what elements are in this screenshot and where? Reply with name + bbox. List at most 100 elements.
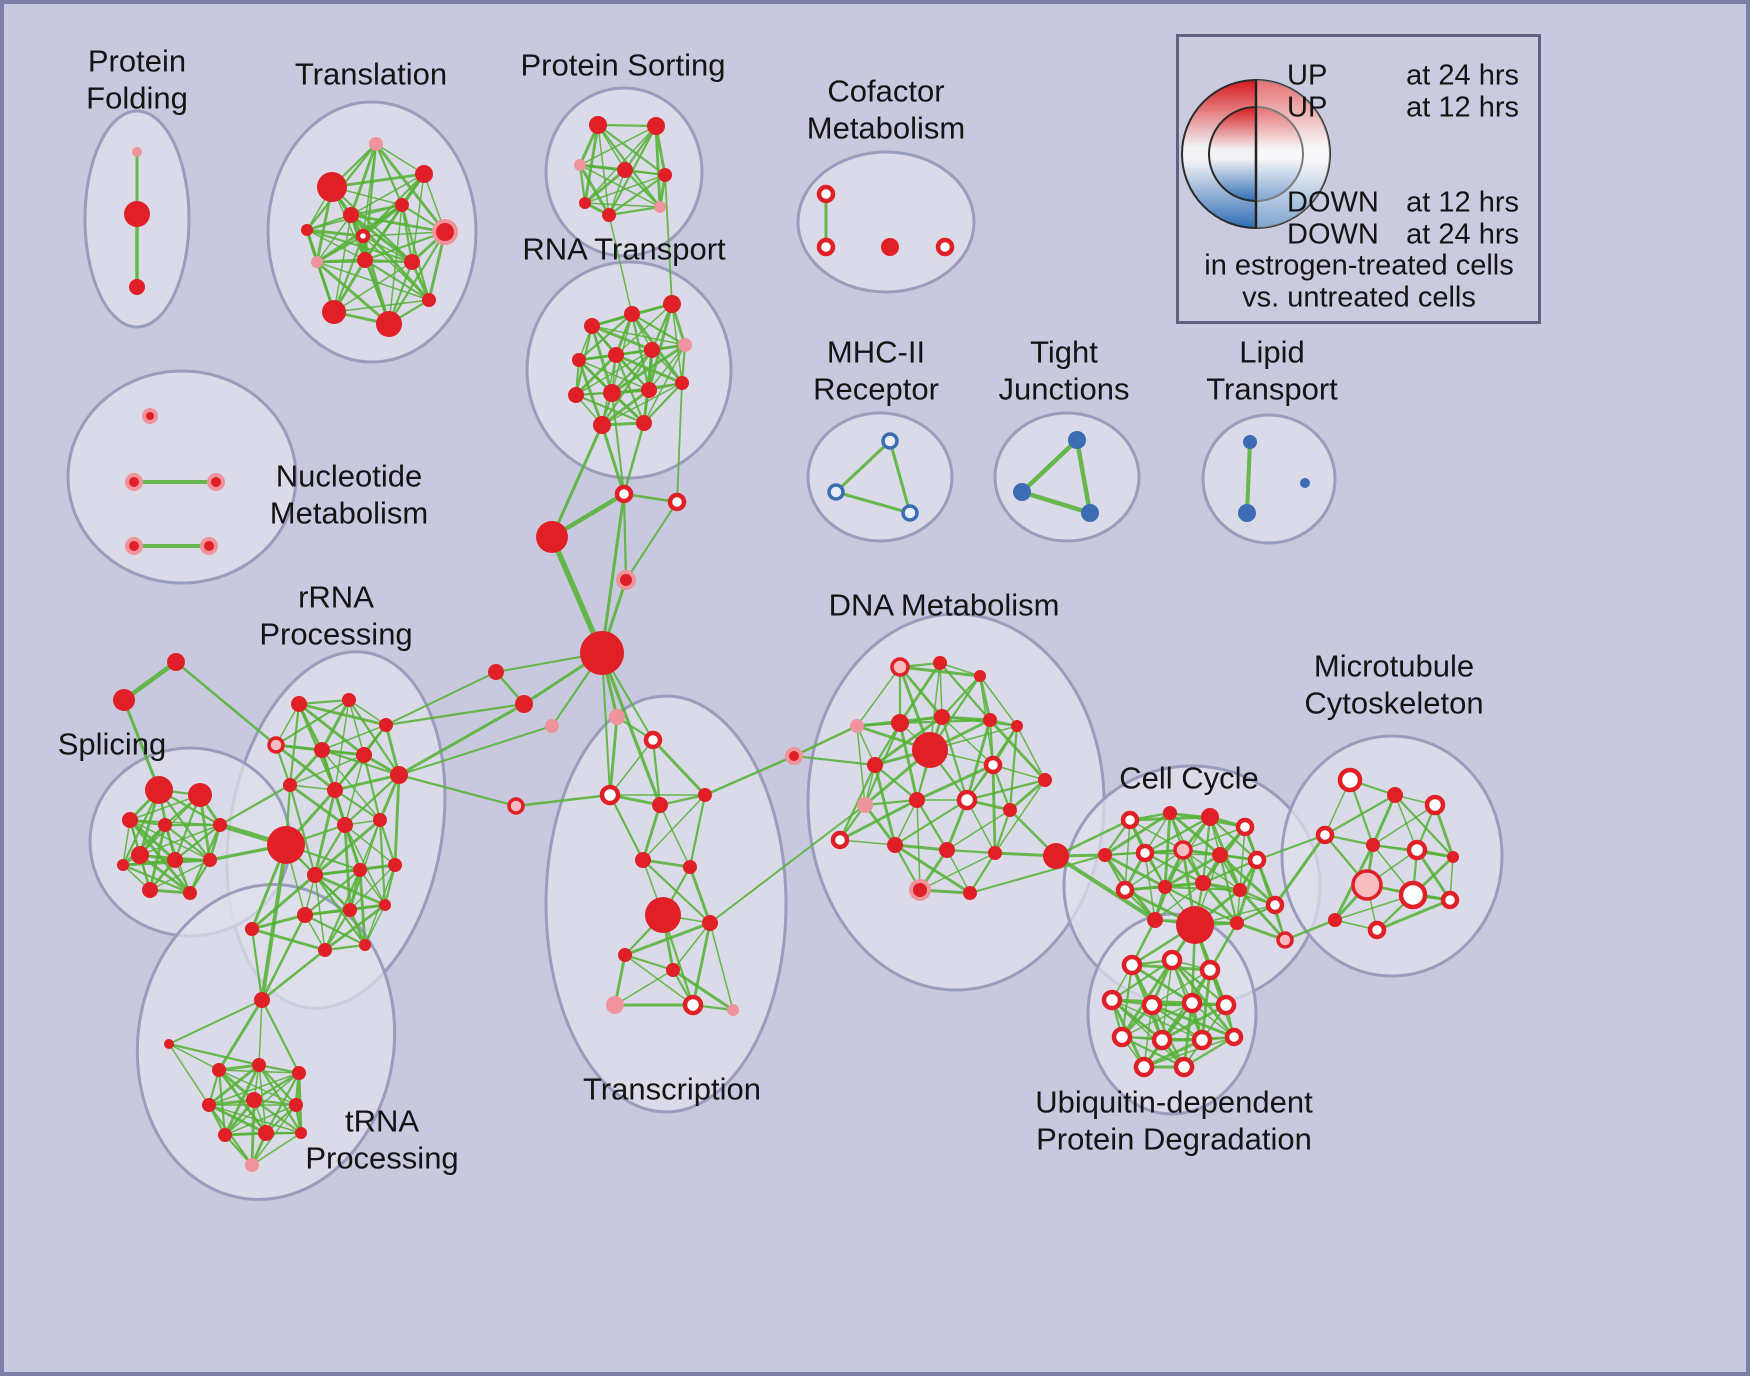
node-t14[interactable] — [422, 293, 436, 307]
node-dm3[interactable] — [974, 670, 986, 682]
node-tn8[interactable] — [258, 1125, 274, 1141]
node-tc6[interactable] — [635, 852, 651, 868]
node-ub9[interactable] — [1151, 1029, 1173, 1051]
node-rt8[interactable] — [568, 387, 584, 403]
node-rr1[interactable] — [291, 696, 307, 712]
node-ub1[interactable] — [1121, 954, 1143, 976]
node-cc12[interactable] — [1195, 875, 1211, 891]
node-dm19[interactable] — [939, 842, 955, 858]
node-rt4[interactable] — [572, 353, 586, 367]
node-dm7[interactable] — [983, 713, 997, 727]
node-sp2[interactable] — [188, 783, 212, 807]
node-rr21[interactable] — [245, 922, 259, 936]
node-ps7[interactable] — [602, 208, 616, 222]
node-rr16[interactable] — [297, 907, 313, 923]
node-t8[interactable] — [432, 219, 458, 245]
node-dm21[interactable] — [909, 879, 931, 901]
node-mt3[interactable] — [1424, 794, 1446, 816]
node-dm1[interactable] — [890, 657, 910, 677]
node-sp5[interactable] — [213, 818, 227, 832]
node-rr4[interactable] — [267, 736, 285, 754]
node-rr5[interactable] — [314, 742, 330, 758]
node-cc16[interactable] — [1230, 916, 1244, 930]
node-lt3[interactable] — [1300, 478, 1310, 488]
node-sp6[interactable] — [131, 846, 149, 864]
node-sp7[interactable] — [167, 852, 183, 868]
node-br1[interactable] — [1043, 843, 1069, 869]
node-tn3[interactable] — [292, 1066, 306, 1080]
node-dm10[interactable] — [867, 757, 883, 773]
node-mh3[interactable] — [901, 504, 919, 522]
node-t6[interactable] — [355, 228, 371, 244]
node-cc2[interactable] — [1163, 806, 1177, 820]
node-tc3[interactable] — [599, 784, 621, 806]
node-cf2[interactable] — [816, 237, 836, 257]
node-lt2[interactable] — [1238, 504, 1256, 522]
node-x2[interactable] — [113, 689, 135, 711]
node-tn1[interactable] — [212, 1063, 226, 1077]
node-mh1[interactable] — [881, 432, 899, 450]
node-ps2[interactable] — [647, 117, 665, 135]
node-sp10[interactable] — [183, 886, 197, 900]
node-nm5[interactable] — [200, 537, 218, 555]
node-t5[interactable] — [343, 207, 359, 223]
node-tj3[interactable] — [1081, 504, 1099, 522]
node-t10[interactable] — [357, 252, 373, 268]
node-sp11[interactable] — [117, 859, 129, 871]
node-dm2[interactable] — [933, 656, 947, 670]
node-t13[interactable] — [376, 311, 402, 337]
node-mt10[interactable] — [1440, 890, 1460, 910]
node-mt7[interactable] — [1447, 851, 1459, 863]
node-ub10[interactable] — [1191, 1029, 1213, 1051]
node-ps1[interactable] — [589, 116, 607, 134]
node-rt12[interactable] — [593, 416, 611, 434]
node-mt9[interactable] — [1398, 880, 1428, 910]
node-dm13[interactable] — [857, 797, 873, 813]
node-rt7[interactable] — [678, 338, 692, 352]
node-rt13[interactable] — [636, 415, 652, 431]
node-t2[interactable] — [369, 137, 383, 151]
node-dm22[interactable] — [963, 886, 977, 900]
node-ub13[interactable] — [1173, 1056, 1195, 1078]
node-rr10[interactable] — [267, 826, 305, 864]
node-cc14[interactable] — [1147, 912, 1163, 928]
node-rt9[interactable] — [603, 384, 621, 402]
node-pf1[interactable] — [132, 147, 142, 157]
node-dm9[interactable] — [912, 732, 948, 768]
node-cc3[interactable] — [1201, 808, 1219, 826]
node-t11[interactable] — [404, 254, 420, 270]
node-rr19[interactable] — [318, 943, 332, 957]
node-tc5[interactable] — [698, 788, 712, 802]
node-b6[interactable] — [515, 695, 533, 713]
node-cc13[interactable] — [1233, 883, 1247, 897]
node-mt2[interactable] — [1387, 787, 1403, 803]
node-tn9[interactable] — [295, 1127, 307, 1139]
node-t1[interactable] — [317, 172, 347, 202]
node-tn6[interactable] — [289, 1098, 303, 1112]
node-rr7[interactable] — [390, 766, 408, 784]
node-b9[interactable] — [507, 797, 525, 815]
node-rr17[interactable] — [343, 903, 357, 917]
node-dm8[interactable] — [1011, 720, 1023, 732]
node-mt12[interactable] — [1367, 920, 1387, 940]
node-lt1[interactable] — [1243, 435, 1257, 449]
node-b3[interactable] — [536, 521, 568, 553]
node-dm6[interactable] — [934, 709, 950, 725]
node-t4[interactable] — [301, 224, 313, 236]
node-rr13[interactable] — [307, 867, 323, 883]
node-tc7[interactable] — [683, 860, 697, 874]
node-cc11[interactable] — [1158, 880, 1172, 894]
node-ub4[interactable] — [1101, 989, 1123, 1011]
node-rt2[interactable] — [624, 306, 640, 322]
node-tn5[interactable] — [246, 1092, 262, 1108]
node-mh2[interactable] — [827, 483, 845, 501]
node-u2[interactable] — [164, 1039, 174, 1049]
node-b5[interactable] — [580, 631, 624, 675]
node-tj2[interactable] — [1013, 483, 1031, 501]
node-tc4[interactable] — [652, 797, 668, 813]
node-rr8[interactable] — [283, 778, 297, 792]
node-cc6[interactable] — [1135, 843, 1155, 863]
node-tn4[interactable] — [202, 1098, 216, 1112]
node-cc18[interactable] — [1276, 931, 1294, 949]
node-cf1[interactable] — [816, 184, 836, 204]
